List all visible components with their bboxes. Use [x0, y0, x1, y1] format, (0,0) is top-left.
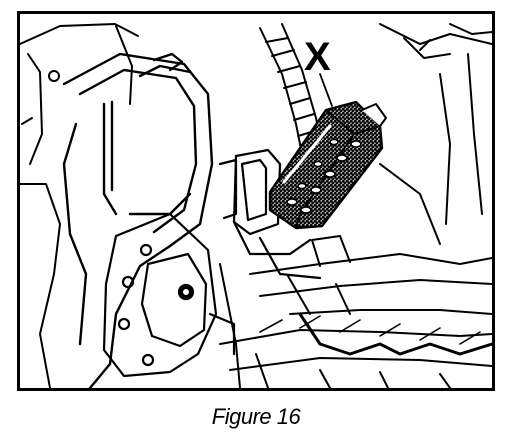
- vehicle-component-illustration: X: [20, 23, 492, 388]
- connector-socket: [218, 148, 322, 280]
- electrical-connector: [268, 100, 387, 230]
- body-panel-right: [379, 53, 483, 245]
- mounting-plate: [102, 212, 236, 378]
- diagram-frame: X: [17, 11, 495, 391]
- callout-leader: [319, 73, 333, 107]
- wiring-harness-top-right: [379, 23, 492, 59]
- callout-label-x: X: [304, 35, 331, 79]
- body-panel-left: [20, 23, 139, 388]
- mounting-bracket: [62, 52, 214, 388]
- figure-caption: Figure 16: [211, 404, 301, 429]
- wiring-harness-lower: [219, 235, 492, 388]
